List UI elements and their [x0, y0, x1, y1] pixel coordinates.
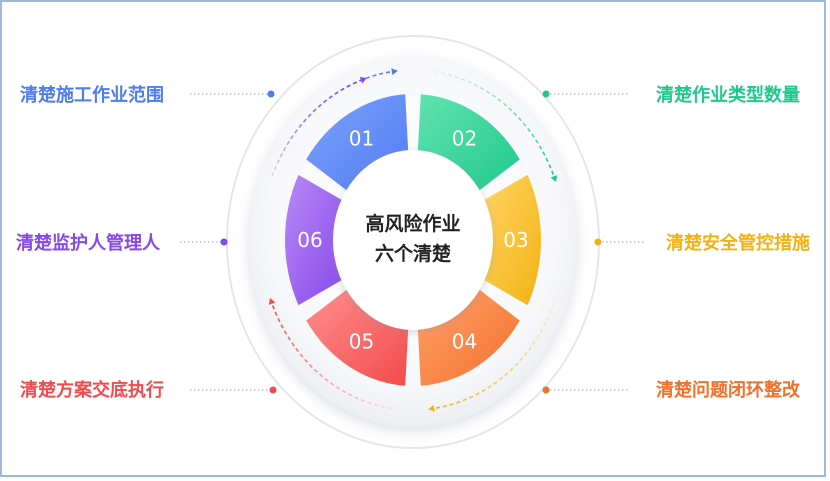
segment-number-03: 03 — [503, 228, 528, 252]
connector-dot — [269, 386, 277, 394]
label-connectors — [180, 90, 645, 394]
segment-number-04: 04 — [452, 329, 477, 353]
segment-number-01: 01 — [349, 127, 374, 151]
segment-05 — [306, 288, 409, 386]
segment-label-02: 清楚作业类型数量 — [656, 84, 800, 106]
dashed-arrow-ring — [268, 68, 558, 412]
segment-number-05: 05 — [349, 329, 374, 353]
arrowhead-icon — [428, 404, 435, 412]
connector-dot — [594, 238, 602, 246]
connector-dot — [542, 90, 550, 98]
arrowhead-icon — [359, 77, 367, 84]
center-hub — [333, 150, 493, 330]
arrowhead-icon — [268, 298, 276, 305]
connector-dot — [267, 90, 275, 98]
segment-02 — [417, 94, 520, 192]
connector-dot — [220, 238, 228, 246]
dashed-arrow-arc — [434, 303, 555, 410]
segment-label-01: 清楚施工作业范围 — [20, 84, 164, 106]
segment-04 — [417, 288, 520, 386]
segment-label-05: 清楚方案交底执行 — [20, 379, 164, 401]
segment-ring: 01 02 03 04 05 06 — [284, 94, 541, 386]
segment-label-06: 清楚监护人管理人 — [16, 232, 161, 254]
dashed-arrow-arc — [271, 79, 362, 177]
segment-number-02: 02 — [452, 127, 477, 151]
segment-number-06: 06 — [297, 228, 322, 252]
center-title-line2: 六个清楚 — [375, 242, 451, 265]
segment-label-03: 清楚安全管控措施 — [666, 232, 810, 254]
arrowhead-icon — [550, 175, 558, 182]
center-title-line1: 高风险作业 — [365, 212, 460, 235]
arrowhead-icon — [391, 68, 398, 76]
segment-03 — [482, 174, 541, 306]
segment-label-04: 清楚问题闭环整改 — [656, 379, 801, 401]
connector-dot — [542, 386, 550, 394]
segment-06 — [284, 174, 344, 306]
segment-01 — [306, 94, 409, 192]
